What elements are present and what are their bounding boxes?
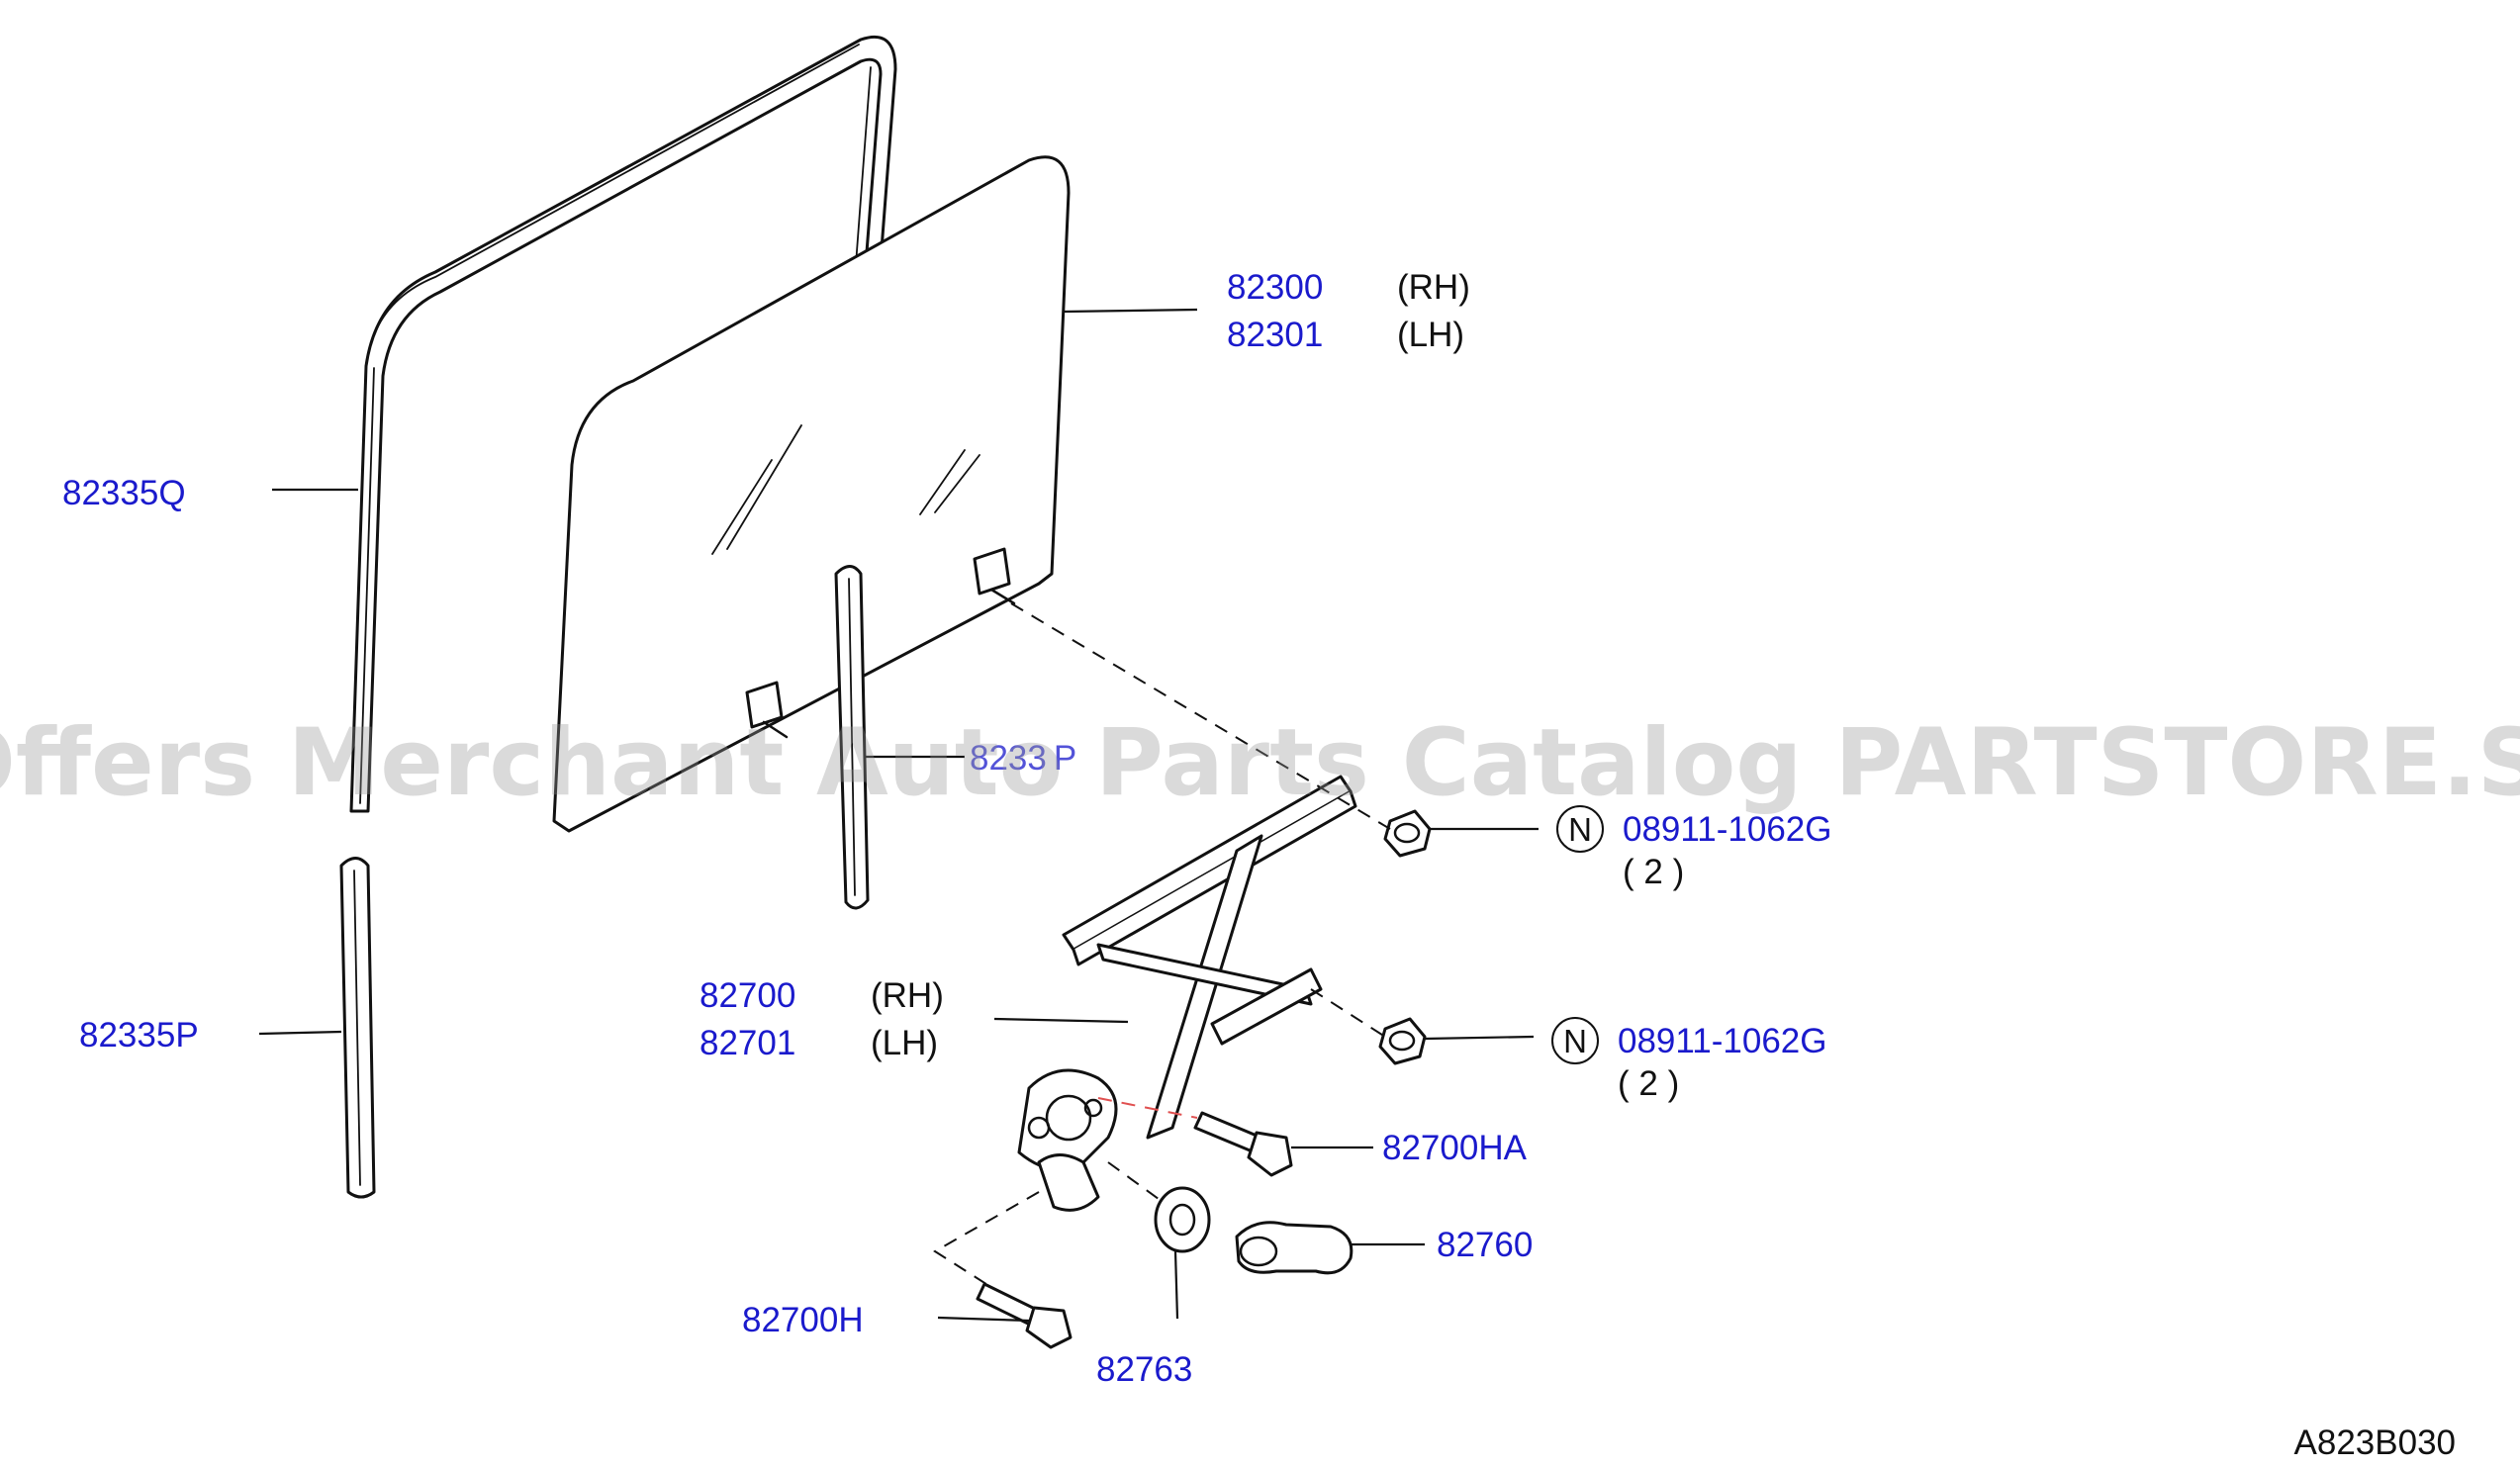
nut-upper-drawing [1383,809,1432,858]
part-number-escutcheon[interactable]: 82763 [1096,1350,1192,1389]
leader-glass [1063,308,1198,314]
assembly-line-bolt [933,1191,1040,1287]
bolt-82700h-drawing [976,1282,1073,1349]
escutcheon-drawing [1154,1186,1211,1253]
part-number-handle[interactable]: 82760 [1437,1226,1533,1264]
part-number-regulator-rh[interactable]: 82700 [700,976,795,1015]
diagram-code: A823B030 [2294,1423,2456,1462]
n-marker-circle-lower [1551,1017,1599,1064]
part-number-run-channel-rear[interactable]: 82335P [79,1016,199,1055]
leader-nut-lower [1424,1035,1535,1041]
assembly-line-regulator-to-nut [1310,988,1386,1038]
leader-regulator [993,1017,1129,1024]
leader-escutcheon [1173,1250,1179,1320]
side-glass-rh: (RH) [1397,268,1470,307]
run-channel-rear-lower-drawing [339,857,376,1199]
assembly-line-glass-to-nut [1010,602,1391,830]
part-number-run-channel-front[interactable]: 82335Q [62,474,186,512]
side-glass-lh: (LH) [1397,316,1464,354]
watermark: Offers Merchant Auto Parts Catalog PARTS… [0,709,2520,817]
assembly-line-escutcheon [1107,1161,1164,1203]
quantity-nut-lower: ( 2 ) [1618,1064,1679,1103]
leader-run-channel-rear [258,1030,342,1036]
bolt-82700ha-drawing [1193,1111,1293,1177]
n-marker-lower: N [1563,1023,1587,1059]
part-number-glass-lh[interactable]: 82301 [1227,316,1323,354]
part-number-bolt[interactable]: 82700H [742,1301,864,1339]
part-number-partial[interactable]: 8233 P [970,739,1076,778]
part-number-glass-rh[interactable]: 82300 [1227,268,1323,307]
nut-lower-drawing [1378,1017,1427,1065]
side-regulator-lh: (LH) [871,1024,938,1062]
n-marker-upper: N [1568,811,1592,848]
part-number-regulator-lh[interactable]: 82701 [700,1024,795,1062]
window-regulator-drawing [1017,775,1357,1212]
quantity-nut-upper: ( 2 ) [1623,853,1684,891]
part-number-nut-upper[interactable]: 08911-1062G [1623,810,1831,849]
handle-drawing [1235,1221,1353,1275]
part-number-bolt-a[interactable]: 82700HA [1382,1129,1528,1167]
n-marker-circle-upper [1556,805,1604,853]
run-channel-rear-upper-drawing [834,565,870,910]
assembly-line-bolt-a [1097,1097,1198,1119]
part-number-nut-lower[interactable]: 08911-1062G [1618,1022,1826,1060]
side-regulator-rh: (RH) [871,976,944,1015]
door-glass-drawing [552,155,1071,833]
leader-bolt [937,1316,1030,1323]
